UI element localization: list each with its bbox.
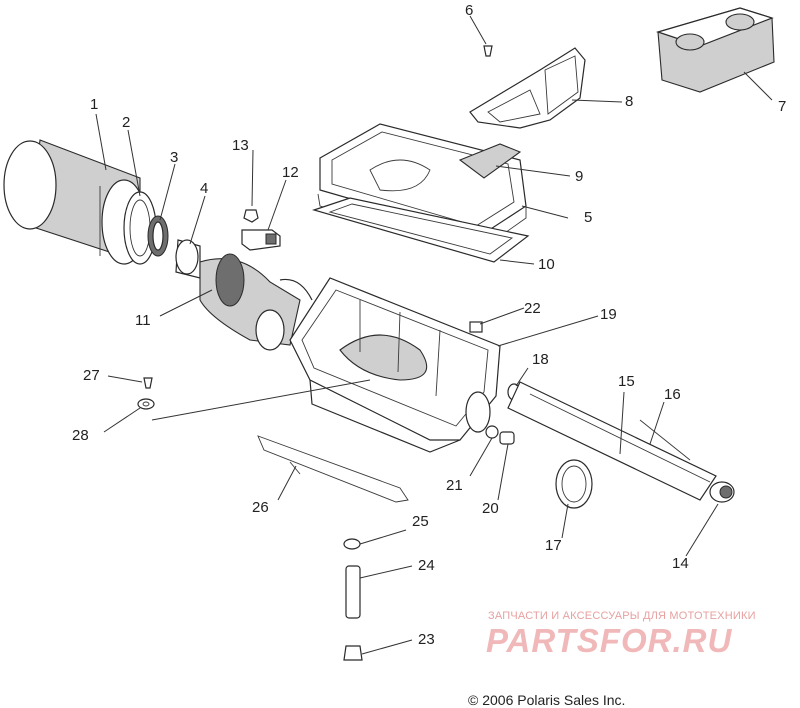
callout-25: 25: [412, 513, 429, 530]
callout-15: 15: [618, 373, 635, 390]
callout-2: 2: [122, 114, 131, 131]
callout-9: 9: [575, 168, 584, 185]
callout-12: 12: [282, 164, 299, 181]
watermark-caption: ЗАПЧАСТИ И АКСЕССУАРЫ ДЛЯ МОТОТЕХНИКИ: [488, 610, 756, 622]
part-23-bolt: [343, 645, 363, 661]
part-22-clip: [469, 321, 483, 333]
part-8-duct: [469, 47, 586, 129]
part-12-fitting: [241, 229, 281, 251]
callout-26: 26: [252, 499, 269, 516]
part-7-cover: [655, 7, 775, 93]
part-6-screw: [483, 45, 493, 57]
callout-7: 7: [778, 98, 787, 115]
callout-14: 14: [672, 555, 689, 572]
callout-6: 6: [465, 2, 474, 19]
copyright-notice: © 2006 Polaris Sales Inc.: [468, 692, 626, 708]
callout-23: 23: [418, 631, 435, 648]
part-9-lid: [319, 123, 527, 237]
callout-11: 11: [135, 312, 151, 329]
watermark-logo: PARTSFOR.RU: [486, 622, 733, 659]
part-1-air-filter: [3, 139, 147, 265]
callout-8: 8: [625, 93, 634, 110]
callout-22: 22: [524, 300, 541, 317]
callout-27: 27: [83, 367, 100, 384]
leader-lines: [95, 15, 773, 655]
callout-19: 19: [600, 306, 617, 323]
part-19-airbox: [289, 277, 501, 453]
part-25-washer: [343, 538, 361, 550]
part-27-screw: [143, 377, 153, 389]
callout-10: 10: [538, 256, 555, 273]
callout-18: 18: [532, 351, 549, 368]
callout-20: 20: [482, 500, 499, 517]
callout-5: 5: [584, 209, 593, 226]
part-17-clamp: [555, 459, 593, 509]
part-24-spacer: [345, 565, 361, 619]
part-4-adapter: [175, 239, 201, 279]
part-14-hose-end: [709, 481, 735, 503]
part-13-nut: [243, 209, 259, 223]
callout-3: 3: [170, 149, 179, 166]
part-21-grommet: [485, 425, 499, 439]
part-26-shield: [257, 435, 409, 503]
part-15-16-hose: [507, 381, 717, 501]
callout-4: 4: [200, 180, 209, 197]
part-10-seal: [311, 197, 530, 263]
part-11-intake-boot: [199, 253, 313, 351]
callout-24: 24: [418, 557, 435, 574]
callout-16: 16: [664, 386, 681, 403]
callout-1: 1: [90, 96, 99, 113]
callout-13: 13: [232, 137, 249, 154]
callout-21: 21: [446, 477, 463, 494]
callout-17: 17: [545, 537, 562, 554]
callout-28: 28: [72, 427, 89, 444]
part-20-grommet: [499, 431, 515, 445]
part-3-clamp: [147, 215, 169, 257]
part-28-washer: [137, 398, 155, 410]
